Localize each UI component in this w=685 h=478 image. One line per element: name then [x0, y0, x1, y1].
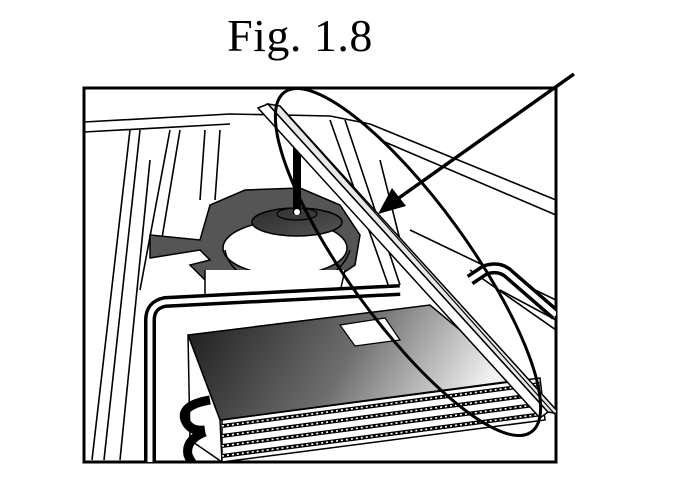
left-wall-panels	[91, 129, 221, 461]
ellipse-highlight-icon	[273, 86, 543, 438]
arrow-icon	[378, 72, 576, 214]
refrigerant-tube	[179, 395, 211, 462]
fan-motor	[251, 140, 343, 237]
figure-title: Fig. 1.8	[227, 10, 373, 61]
evaporator-fins	[221, 377, 546, 462]
